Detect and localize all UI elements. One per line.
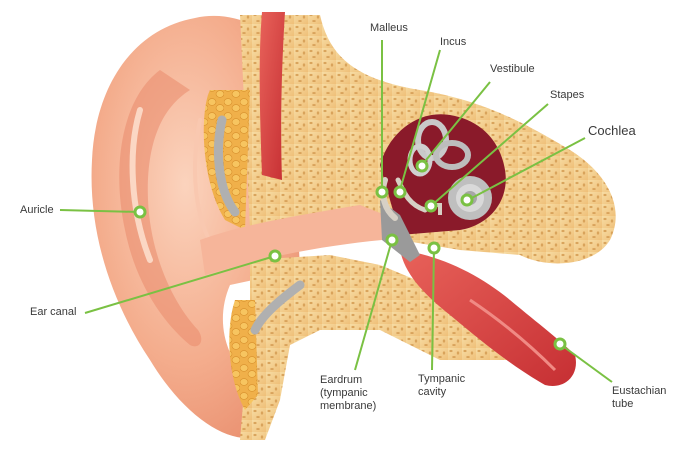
label-eardrum-line-1: Eardrum <box>320 374 363 386</box>
eustachian-tube-shape <box>400 250 576 386</box>
label-tympanic-cavity: Tympanic cavity <box>418 373 465 399</box>
ear-canal-marker <box>268 249 282 263</box>
incus-marker <box>393 185 407 199</box>
semicircular-canals <box>407 119 471 177</box>
malleus-marker <box>375 185 389 199</box>
ear-canal-shape <box>200 205 385 275</box>
stapes-marker <box>424 199 438 213</box>
label-eustachian-line-2: tube <box>612 398 634 410</box>
marker-dots <box>133 159 567 351</box>
label-incus: Incus <box>440 36 467 48</box>
label-eustachian-tube: Eustachian tube <box>612 385 666 411</box>
eardrum-marker <box>385 233 399 247</box>
label-auricle: Auricle <box>20 204 54 216</box>
label-ear-canal: Ear canal <box>30 306 77 318</box>
label-eardrum-line-2: (tympanic <box>320 387 368 399</box>
cochlea-marker <box>460 193 474 207</box>
auricle-marker <box>133 205 147 219</box>
label-tympanic-line-1: Tympanic <box>418 373 466 385</box>
label-stapes: Stapes <box>550 89 585 101</box>
label-vestibule: Vestibule <box>490 63 535 75</box>
eustachian-tube-marker <box>553 337 567 351</box>
label-eardrum: Eardrum (tympanic membrane) <box>320 374 376 413</box>
label-eustachian-line-1: Eustachian <box>612 385 667 397</box>
vestibule-marker <box>415 159 429 173</box>
label-malleus: Malleus <box>370 22 408 34</box>
muscle-strip <box>259 12 285 180</box>
label-tympanic-line-2: cavity <box>418 386 447 398</box>
label-eardrum-line-3: membrane) <box>320 400 377 412</box>
tympanic-cavity-marker <box>427 241 441 255</box>
pointer-lines <box>59 40 613 383</box>
label-cochlea: Cochlea <box>588 123 636 138</box>
